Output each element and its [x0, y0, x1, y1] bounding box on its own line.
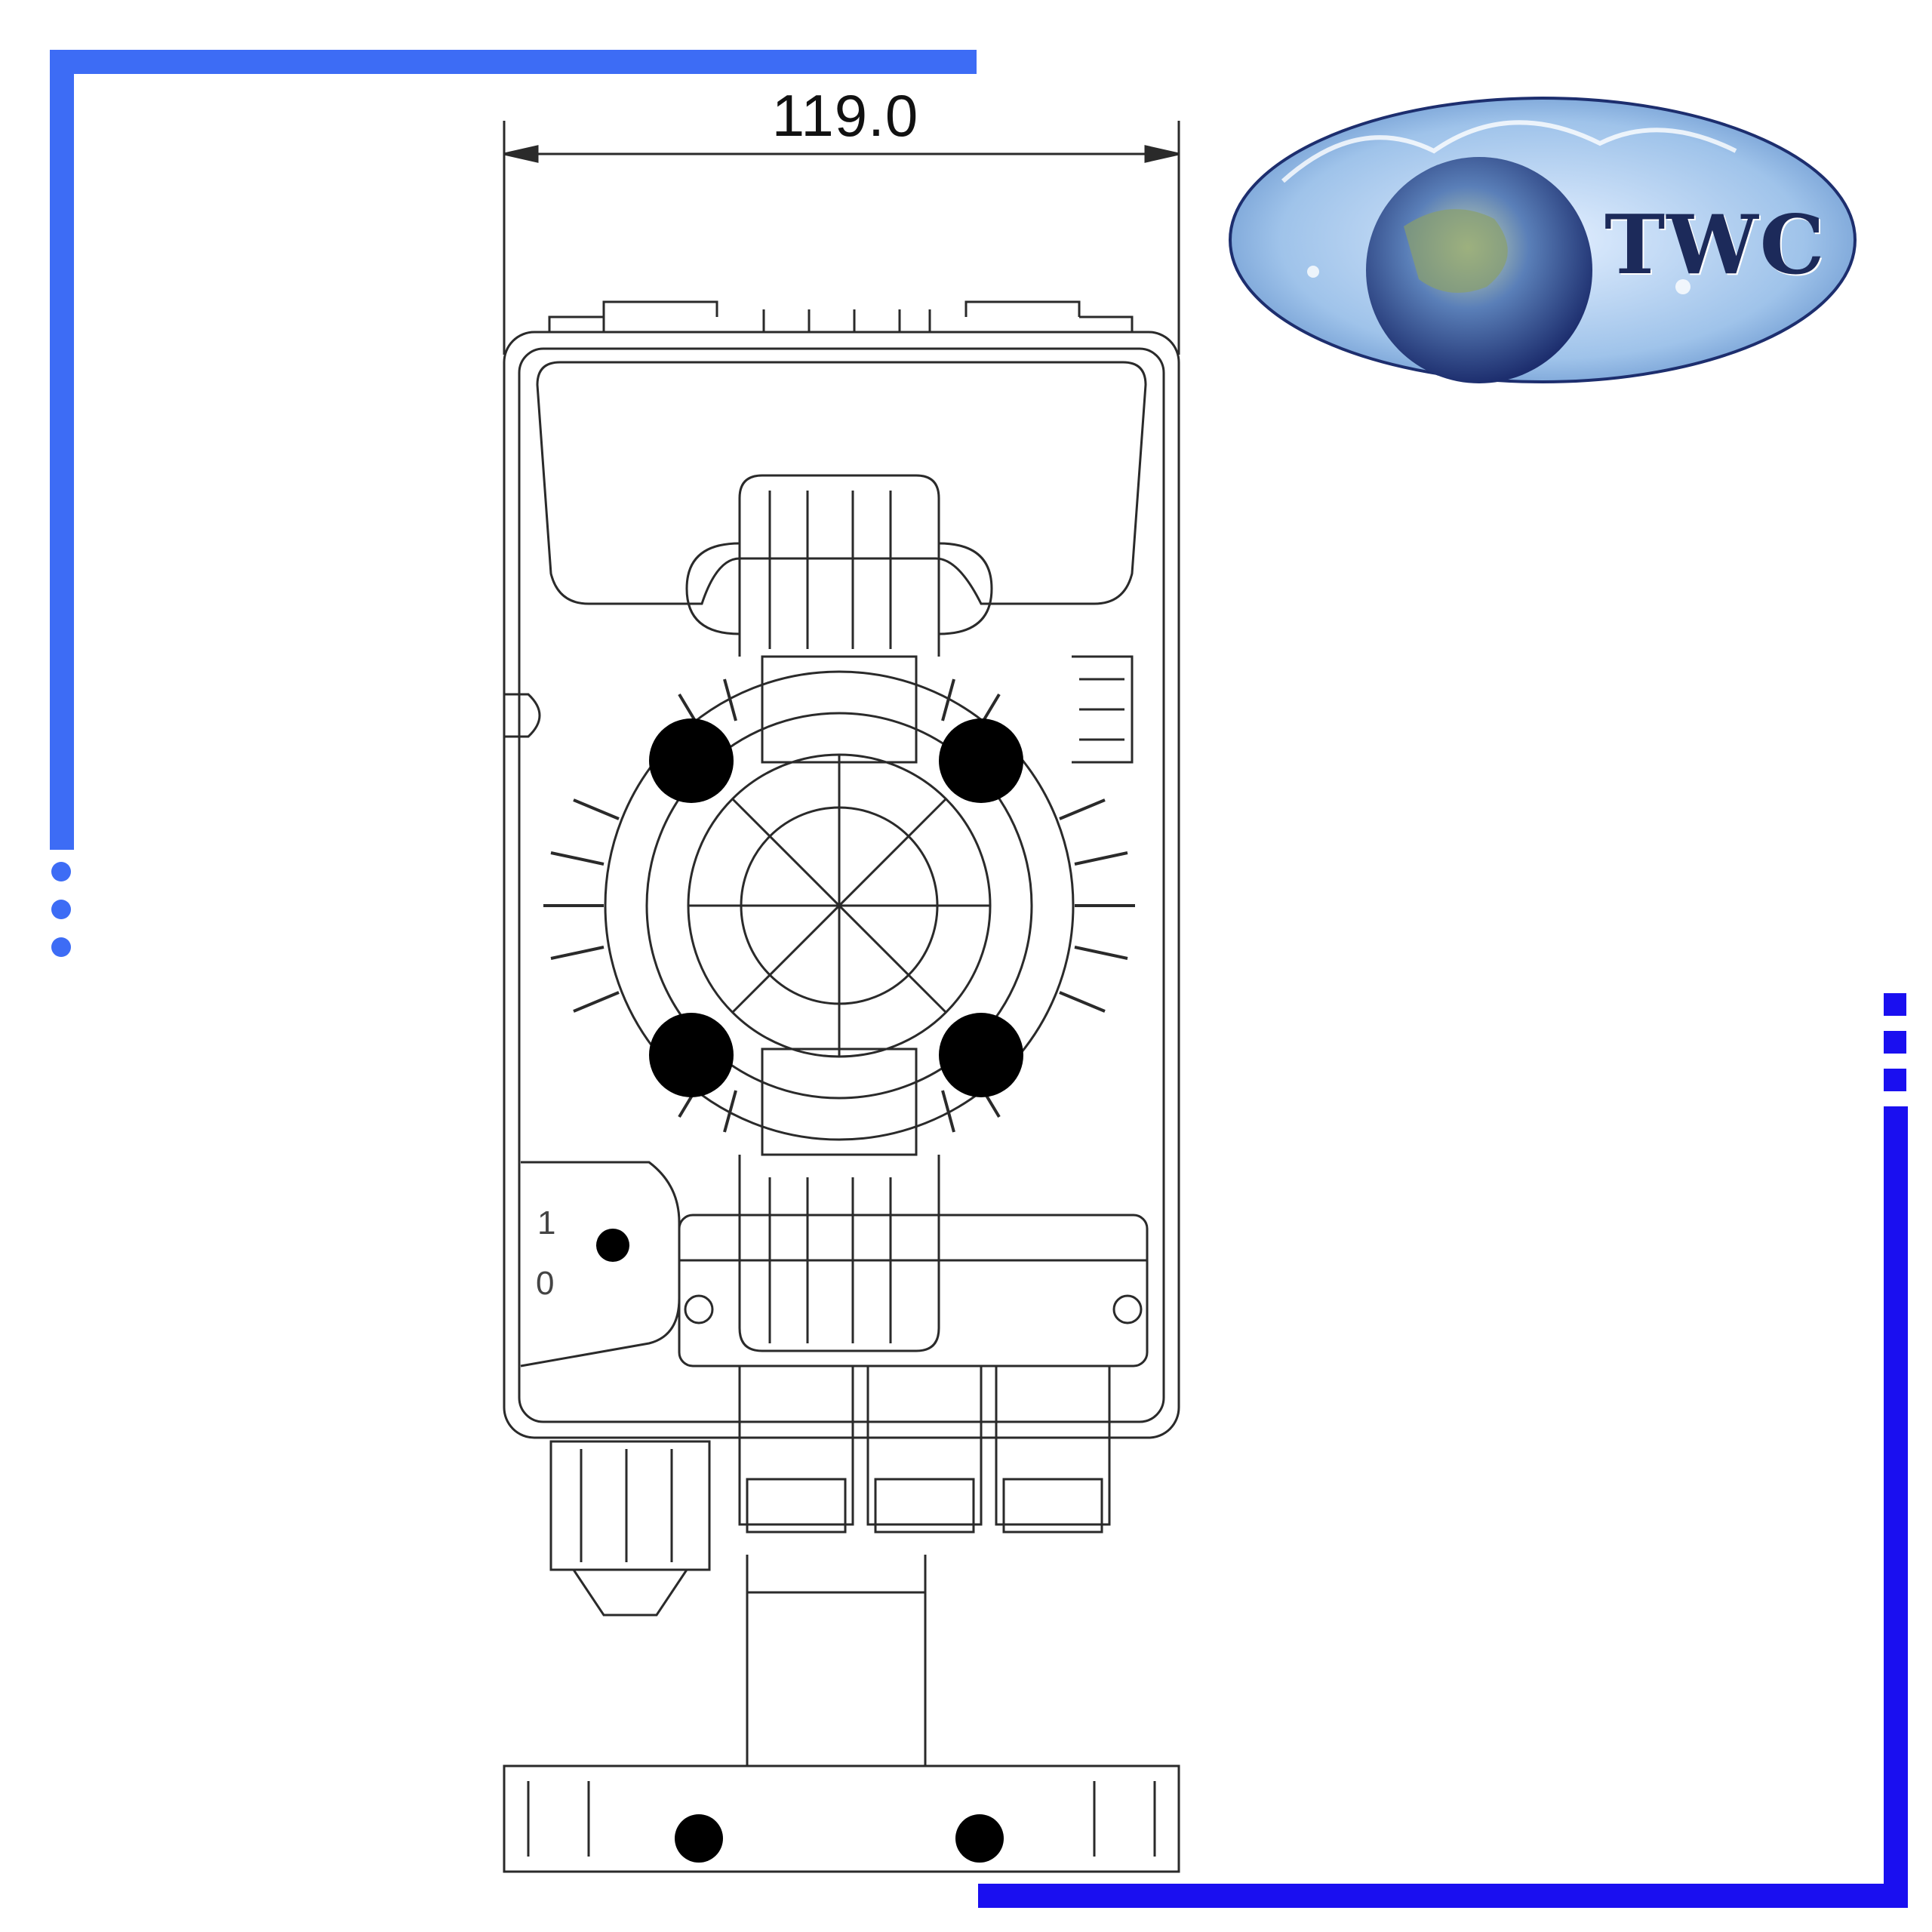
- globe-water-splash-icon: [1281, 120, 1737, 383]
- frame-dot-1: [51, 862, 71, 881]
- frame-dot-2: [51, 900, 71, 919]
- frame-square-2: [1884, 1031, 1906, 1054]
- frame-bottom-right-horizontal: [978, 1884, 1908, 1908]
- top-valve-nut: [685, 474, 993, 657]
- electronics-box: [678, 1214, 1149, 1367]
- dimension-arrow-icon: [503, 121, 1180, 355]
- frame-top-left-vertical: [50, 50, 74, 850]
- frame-square-1: [1884, 993, 1906, 1016]
- pump-housing: [503, 300, 1180, 1439]
- cable-glands: [738, 1364, 1111, 1534]
- switch-label-on: 1: [537, 1204, 556, 1241]
- injector-fitting: [549, 1440, 711, 1617]
- frame-square-3: [1884, 1069, 1906, 1091]
- bolt-markers: [596, 718, 1023, 1863]
- frame-dot-3: [51, 937, 71, 957]
- frame-top-left-horizontal: [50, 50, 977, 74]
- logo-text: TWC: [1604, 198, 1826, 293]
- mounting-stand: [503, 1555, 1180, 1873]
- switch-label-off: 0: [536, 1265, 555, 1302]
- twc-logo: [1229, 97, 1857, 383]
- width-dimension-label: 119.0: [771, 82, 919, 149]
- switch-panel: [520, 1161, 681, 1367]
- side-fitting: [1072, 655, 1134, 764]
- frame-bottom-right-vertical: [1884, 1106, 1908, 1908]
- bottom-valve-nut: [738, 1155, 940, 1352]
- pump-head: [543, 655, 1135, 1156]
